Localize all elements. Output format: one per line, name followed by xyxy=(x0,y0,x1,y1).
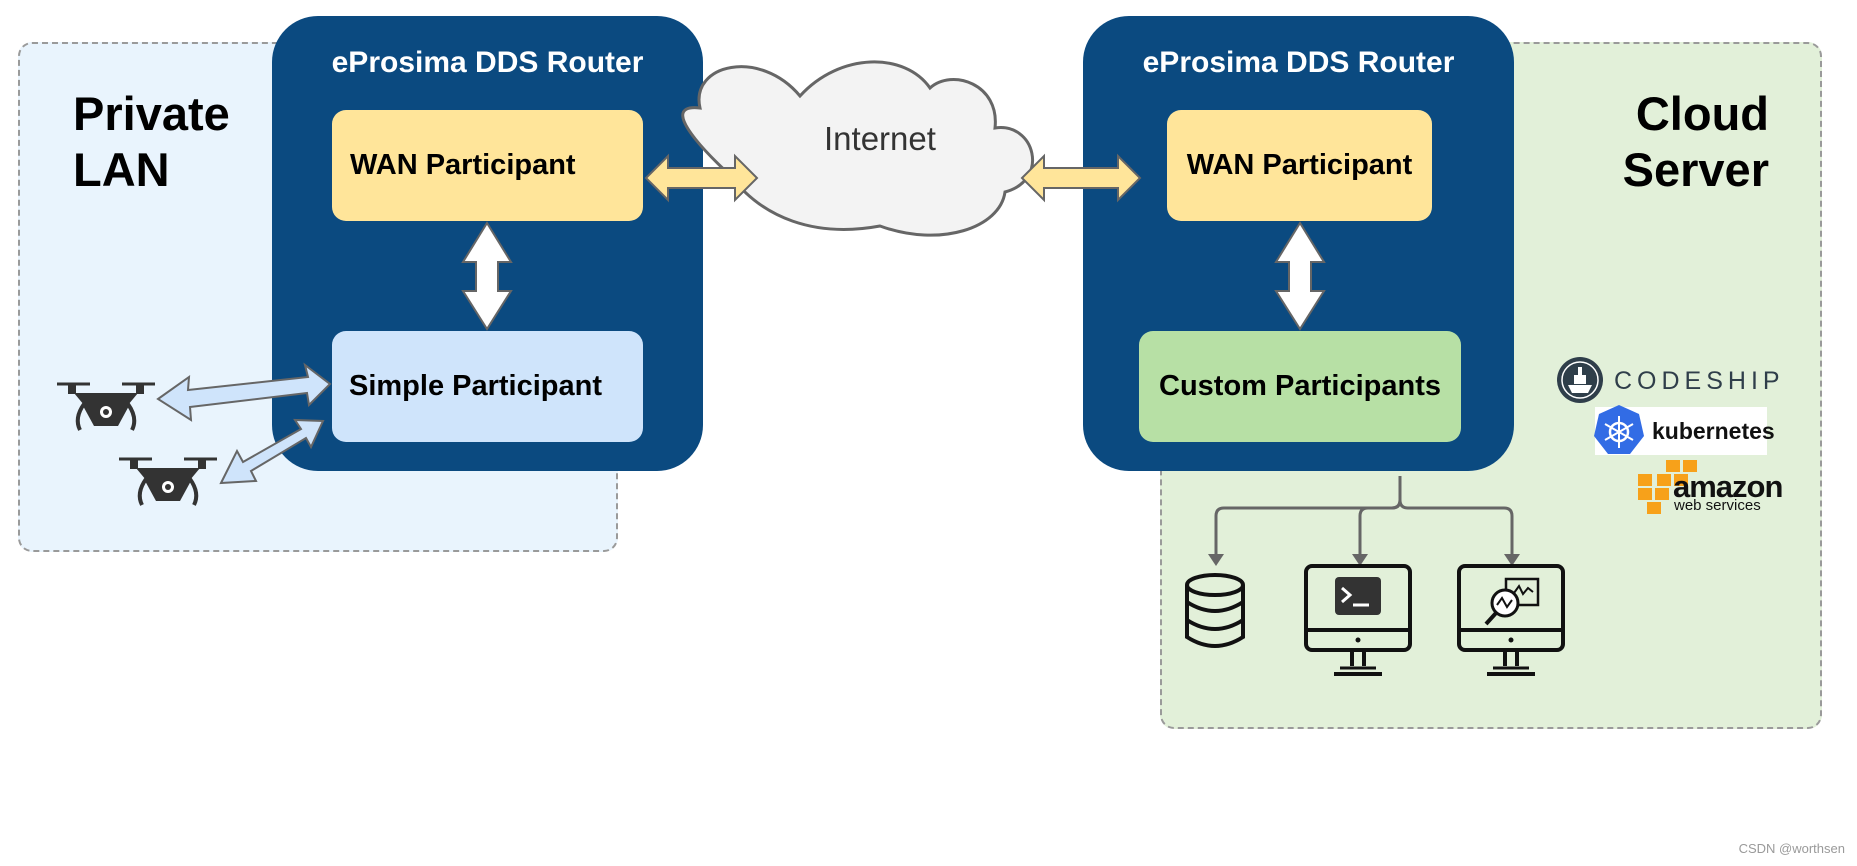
internet-cloud-icon xyxy=(681,60,1034,237)
terminal-monitor-icon xyxy=(1304,564,1412,676)
codeship-logo-text: CODESHIP xyxy=(1614,367,1785,395)
codeship-logo-icon xyxy=(1557,357,1603,403)
drone-arrow-2 xyxy=(219,418,325,485)
left-wan-participant: WAN Participant xyxy=(332,110,643,221)
analytics-monitor-icon xyxy=(1457,564,1565,676)
left-wan-participant-label: WAN Participant xyxy=(350,149,576,181)
cloud-server-title: Cloud Server xyxy=(1622,87,1769,196)
amazon-logo-text: amazon xyxy=(1673,469,1783,504)
simple-participant: Simple Participant xyxy=(332,331,643,442)
kubernetes-logo-text: kubernetes xyxy=(1652,418,1775,444)
right-internet-arrow xyxy=(1020,153,1142,203)
internet-label: Internet xyxy=(824,120,936,157)
left-router-title: eProsima DDS Router xyxy=(331,46,644,79)
drone-arrow-1 xyxy=(156,362,332,422)
database-icon xyxy=(1185,573,1245,648)
right-vertical-arrow xyxy=(1274,221,1326,331)
watermark: CSDN @worthsen xyxy=(1738,841,1845,856)
drone-icon xyxy=(57,382,155,431)
right-wan-participant: WAN Participant xyxy=(1167,110,1432,221)
left-vertical-arrow xyxy=(461,221,513,331)
output-connectors xyxy=(1214,476,1514,556)
amazon-web-services-text: web services xyxy=(1674,497,1761,514)
left-internet-arrow xyxy=(644,153,759,203)
amazon-logo-icon xyxy=(1638,460,1697,514)
right-router-title: eProsima DDS Router xyxy=(1142,46,1455,79)
simple-participant-label: Simple Participant xyxy=(349,370,603,402)
kubernetes-logo-icon xyxy=(1594,405,1644,454)
private-lan-title: Private LAN xyxy=(73,87,230,196)
right-wan-participant-label: WAN Participant xyxy=(1186,149,1413,181)
custom-participants: Custom Participants xyxy=(1139,331,1461,442)
drone-icon xyxy=(119,457,217,506)
custom-participants-label: Custom Participants xyxy=(1159,370,1441,402)
